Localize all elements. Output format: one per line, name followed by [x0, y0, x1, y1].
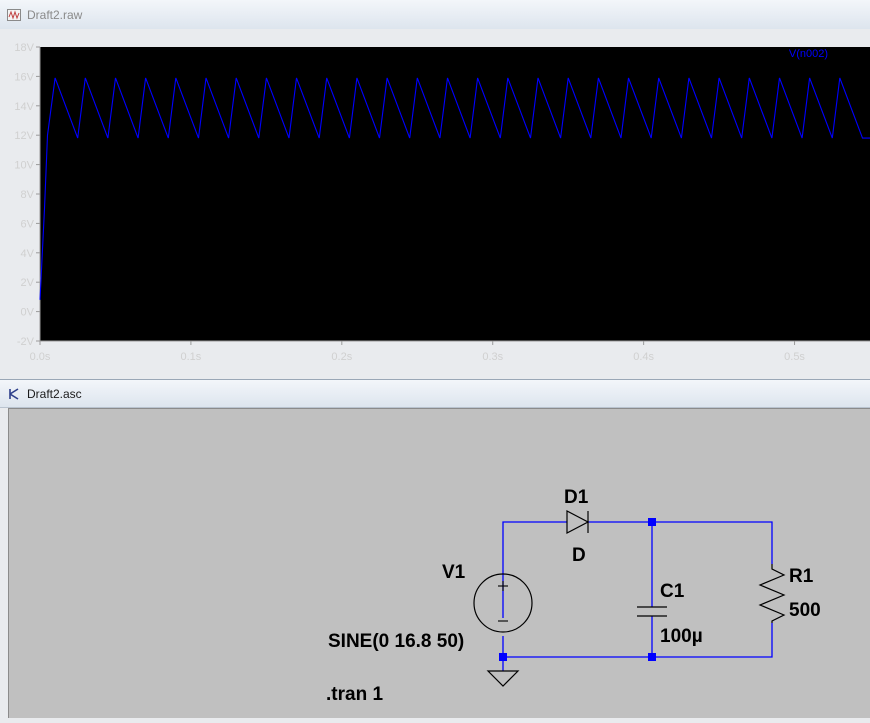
source-name-label[interactable]: V1 — [442, 562, 466, 583]
waveform-viewer-icon — [7, 8, 21, 22]
y-tick-label: 18V — [14, 42, 34, 54]
y-tick-label: 6V — [21, 218, 35, 230]
junction-dot — [499, 653, 507, 661]
waveform-plot-area[interactable]: -2V 0V 2V 4V 6V 8V 10V 12V 14V 16V 18V 0.0s 0.1s 0.2s… — [0, 29, 870, 375]
waveform-window: Draft2.raw -2V 0V 2V 4V 6V 8V 10V 12V 14V 16V 18V 0… — [0, 0, 870, 375]
y-tick-label: 0V — [21, 307, 35, 319]
waveform-window-title: Draft2.raw — [27, 7, 83, 22]
y-tick-label: 10V — [14, 160, 34, 172]
res-value-label[interactable]: 500 — [789, 600, 821, 621]
capacitor-c1[interactable] — [637, 606, 667, 617]
resistor-r1[interactable] — [758, 564, 786, 623]
y-tick-label: 8V — [21, 189, 35, 201]
voltage-source-v1[interactable] — [473, 573, 533, 633]
schematic-window: Draft2.asc — [0, 379, 870, 718]
y-tick-label: 16V — [14, 71, 34, 83]
cap-value-label[interactable]: 100µ — [660, 626, 703, 647]
plot-background[interactable] — [40, 47, 870, 341]
schematic-window-title: Draft2.asc — [27, 386, 82, 401]
ground-symbol[interactable] — [486, 670, 520, 687]
x-tick-label: 0.3s — [482, 351, 503, 363]
y-tick-label: 4V — [21, 248, 35, 260]
cap-name-label[interactable]: C1 — [660, 581, 685, 602]
y-tick-label: -2V — [17, 336, 35, 348]
wire-ground-rail[interactable] — [502, 623, 773, 658]
diode-model-label[interactable]: D — [572, 545, 586, 566]
schematic-window-titlebar[interactable]: Draft2.asc — [0, 380, 870, 408]
x-tick-label: 0.1s — [181, 351, 202, 363]
x-tick-label: 0.4s — [633, 351, 654, 363]
junction-dots — [499, 518, 656, 661]
series-line-v-n002[interactable] — [39, 77, 870, 300]
trace-legend-label[interactable]: V(n002) — [789, 48, 828, 60]
x-tick-label: 0.5s — [784, 351, 805, 363]
x-tick-label: 0.0s — [30, 351, 51, 363]
junction-dot — [648, 518, 656, 526]
res-name-label[interactable]: R1 — [789, 566, 814, 587]
x-tick-label: 0.2s — [331, 351, 352, 363]
diode-name-label[interactable]: D1 — [564, 487, 589, 508]
tran-directive[interactable]: .tran 1 — [326, 684, 383, 705]
schematic-editor-icon — [7, 387, 21, 401]
wire-diode-to-rail[interactable] — [588, 521, 773, 564]
junction-dot — [648, 653, 656, 661]
y-tick-label: 14V — [14, 101, 34, 113]
wire-source-to-diode[interactable] — [502, 521, 567, 618]
source-value-label[interactable]: SINE(0 16.8 50) — [328, 631, 464, 652]
schematic-canvas[interactable]: D1 D V1 SINE(0 16.8 50) C1 100µ R1 500 .… — [8, 408, 870, 718]
y-tick-label: 2V — [21, 277, 35, 289]
waveform-chart[interactable]: -2V 0V 2V 4V 6V 8V 10V 12V 14V 16V 18V 0.0s 0.1s 0.2s… — [0, 29, 870, 375]
waveform-window-titlebar[interactable]: Draft2.raw — [0, 0, 870, 30]
y-tick-label: 12V — [14, 130, 34, 142]
diode-d1[interactable] — [566, 510, 590, 534]
